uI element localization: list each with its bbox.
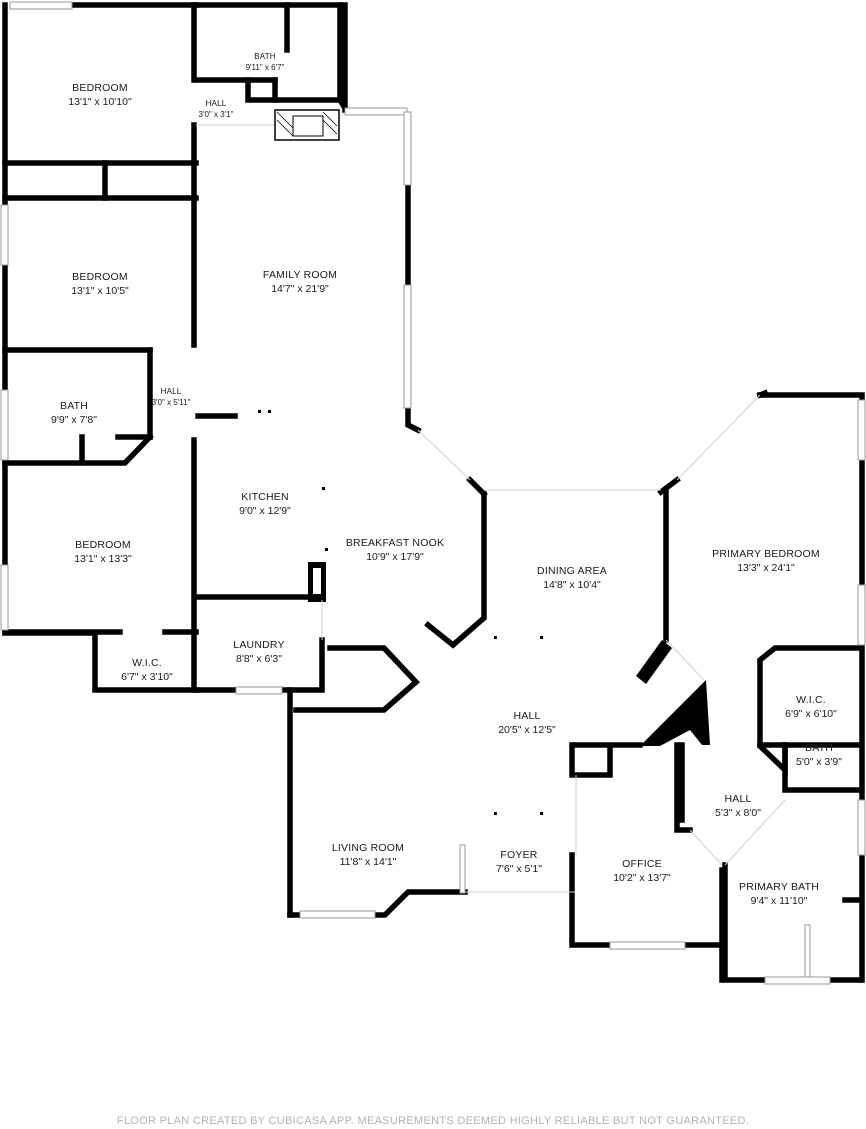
fireplace-icon: [274, 109, 340, 141]
room-living-room-dim: 11'8" x 14'1": [340, 856, 397, 868]
room-wic-1-name: W.I.C.: [132, 657, 162, 669]
room-bedroom-2-name: BEDROOM: [72, 271, 128, 283]
room-foyer-name: FOYER: [500, 849, 537, 861]
room-hall-main-name: HALL: [513, 710, 540, 722]
room-living-room-name: LIVING ROOM: [332, 842, 404, 854]
room-bath-3-dim: 5'0" x 3'9": [796, 756, 842, 768]
footer-disclaimer: FLOOR PLAN CREATED BY CUBICASA APP. MEAS…: [116, 1115, 750, 1127]
room-bath-1-dim: 9'11" x 6'7": [246, 63, 285, 72]
room-bath-3-name: BATH: [805, 742, 833, 754]
room-bath-2-dim: 9'9" x 7'8": [51, 414, 97, 426]
windows: [0, 1, 866, 985]
room-hall-3-dim: 5'3" x 8'0": [715, 807, 761, 819]
room-foyer-dim: 7'6" x 5'1": [496, 863, 542, 875]
room-bedroom-1-name: BEDROOM: [72, 82, 128, 94]
room-hall-1-name: HALL: [206, 99, 227, 108]
room-laundry-dim: 8'8" x 6'3": [236, 653, 282, 665]
room-breakfast-nook-dim: 10'9" x 17'9": [366, 551, 424, 563]
room-office-name: OFFICE: [622, 858, 662, 870]
room-primary-bedroom-dim: 13'3" x 24'1": [737, 562, 795, 574]
room-bedroom-3-dim: 13'1" x 13'3": [74, 553, 132, 565]
room-breakfast-nook-name: BREAKFAST NOOK: [346, 537, 444, 549]
room-bedroom-3-name: BEDROOM: [75, 539, 131, 551]
room-kitchen-dim: 9'0" x 12'9": [239, 505, 291, 517]
room-wic-2-dim: 6'9" x 6'10": [785, 708, 837, 720]
room-wic-1-dim: 6'7" x 3'10": [121, 671, 173, 683]
room-bedroom-1-dim: 13'1" x 10'10": [68, 96, 132, 108]
room-family-room-name: FAMILY ROOM: [263, 269, 337, 281]
room-family-room-dim: 14'7" x 21'9": [271, 283, 329, 295]
room-office-dim: 10'2" x 13'7": [613, 872, 671, 884]
room-bedroom-2-dim: 13'1" x 10'5": [71, 285, 129, 297]
room-bath-2-name: BATH: [60, 400, 88, 412]
room-dining-area-name: DINING AREA: [537, 565, 607, 577]
room-dining-area-dim: 14'8" x 10'4": [543, 579, 601, 591]
room-primary-bath-dim: 9'4" x 11'10": [751, 895, 808, 907]
room-labels: BEDROOM 13'1" x 10'10" BATH 9'11" x 6'7"…: [51, 52, 842, 907]
room-hall-3-name: HALL: [724, 793, 751, 805]
room-hall-main-dim: 20'5" x 12'5": [498, 724, 556, 736]
room-kitchen-name: KITCHEN: [241, 491, 289, 503]
room-bath-1-name: BATH: [254, 52, 276, 61]
walls: [2, 2, 865, 983]
room-laundry-name: LAUNDRY: [233, 639, 284, 651]
room-hall-1-dim: 3'0" x 3'1": [199, 110, 234, 119]
measurement-ticks: [258, 410, 543, 815]
room-primary-bath-name: PRIMARY BATH: [739, 881, 819, 893]
room-hall-2-name: HALL: [161, 387, 182, 396]
room-hall-2-dim: 3'0" x 5'11": [152, 398, 191, 407]
room-wic-2-name: W.I.C.: [796, 694, 826, 706]
room-primary-bedroom-name: PRIMARY BEDROOM: [712, 548, 820, 560]
